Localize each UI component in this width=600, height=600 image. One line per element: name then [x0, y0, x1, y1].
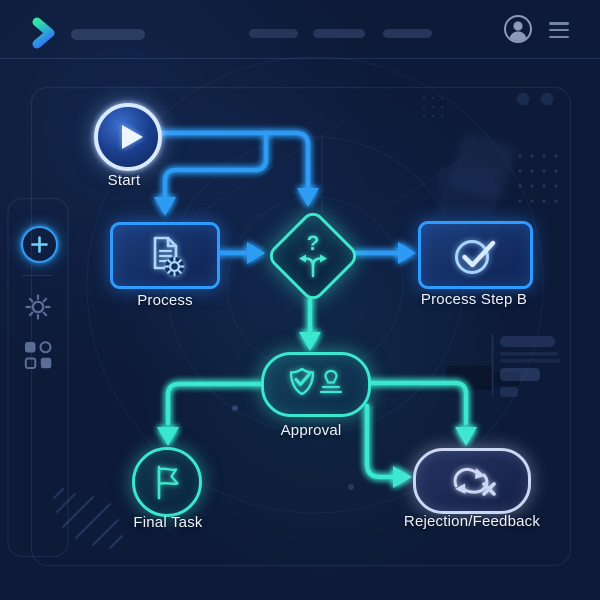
decision-glyph: ? [307, 232, 320, 255]
title-placeholder-bar [71, 29, 145, 40]
sidebar-panel [7, 197, 69, 558]
node-decision[interactable]: ? [264, 207, 362, 305]
cyan-connectors [157, 294, 477, 488]
edge-start-decision [151, 130, 311, 190]
check-circle-icon [454, 240, 495, 274]
top-bar [0, 0, 600, 59]
user-avatar-icon[interactable] [503, 14, 533, 44]
label-process: Process [137, 292, 193, 309]
edge-start-process [162, 130, 269, 198]
node-approval[interactable] [261, 352, 371, 417]
faint-cube-shape [438, 132, 517, 214]
edge-approval-reject-left [364, 403, 395, 480]
chevron-arrow-logo[interactable] [31, 15, 57, 51]
label-approval: Approval [280, 422, 342, 439]
document-gear-icon [153, 236, 185, 276]
blue-arrowheads [154, 188, 416, 264]
settings-gear-icon[interactable] [23, 292, 53, 322]
node-process-step-b[interactable] [418, 221, 533, 289]
cyan-arrowheads [157, 332, 477, 488]
diagonal-hatch [53, 488, 123, 549]
sidebar-divider [22, 275, 53, 276]
dot-grid-right [518, 154, 558, 203]
label-start: Start [107, 172, 141, 189]
label-process-step-b: Process Step B [420, 291, 528, 308]
hamburger-menu-icon[interactable] [549, 22, 569, 42]
blue-connectors [151, 130, 416, 264]
label-rejection-feedback: Rejection/Feedback [403, 513, 541, 530]
node-rejection-feedback[interactable] [413, 448, 531, 514]
dot-grid-small [422, 96, 444, 118]
flag-icon [157, 465, 179, 500]
main-canvas-panel [30, 86, 572, 567]
play-icon [122, 125, 143, 149]
label-final-task: Final Task [133, 514, 203, 531]
placeholder-text-block [491, 334, 561, 397]
node-start[interactable] [94, 103, 162, 171]
shield-check-stamp-icon [289, 367, 343, 395]
loop-cross-icon [453, 467, 496, 496]
nav-placeholder-1[interactable] [249, 29, 298, 38]
node-process[interactable] [110, 222, 220, 289]
node-final-task[interactable] [132, 447, 202, 517]
apps-grid-icon[interactable] [24, 341, 52, 369]
nav-placeholder-3[interactable] [383, 29, 432, 38]
question-fork-icon: ? [299, 232, 327, 278]
add-circle-icon[interactable] [21, 226, 58, 263]
edge-approval-final [165, 381, 264, 426]
nav-placeholder-2[interactable] [313, 29, 365, 38]
edge-approval-reject-top [362, 380, 469, 426]
hexagon-dots [516, 92, 554, 106]
